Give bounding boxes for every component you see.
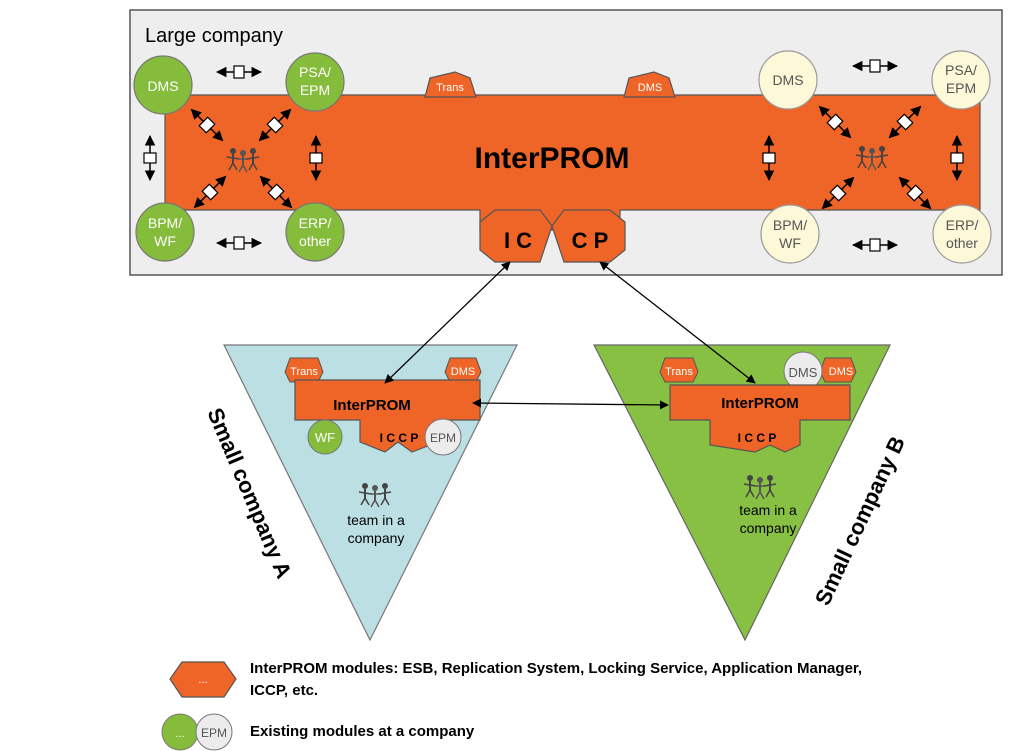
company-b-hub [669, 384, 851, 453]
trans-module-label: Trans [436, 82, 464, 94]
legend-existing-symbol-label-2: EPM [201, 726, 227, 740]
right-dms-node [758, 50, 818, 110]
right-bpm-label-1: BPM/ [773, 217, 807, 233]
left-bpm-label-1: BPM/ [148, 215, 182, 231]
arrow-large-to-b [599, 261, 756, 384]
left-psa-epm-node [285, 52, 345, 112]
arrow-a-to-b [472, 398, 669, 410]
company-a-trans-module [284, 357, 324, 383]
small-company-a: Trans DMS InterPROM I C C P WF EPM team … [202, 344, 518, 642]
left-psa-label-1: PSA/ [299, 64, 331, 80]
company-b-dms-label: DMS [829, 366, 853, 378]
company-b-team-label-2: company [740, 520, 797, 536]
left-erp-label-2: other [299, 233, 331, 249]
legend-module-text-1: InterPROM modules: ESB, Replication Syst… [250, 660, 862, 677]
right-bpm-label-2: WF [779, 235, 801, 251]
left-erp-label-1: ERP/ [299, 215, 332, 231]
right-psa-label-2: EPM [946, 80, 976, 96]
ic-module [479, 209, 553, 263]
legend-existing-symbol-label: ... [175, 728, 184, 740]
company-a-wf-label: WF [315, 430, 335, 445]
legend-module-symbol-label: ... [198, 674, 207, 686]
company-a-team-label-1: team in a [347, 512, 405, 528]
small-company-b: Trans DMS DMS InterPROM I C C P team in … [593, 344, 910, 642]
legend-module-symbol [169, 661, 237, 698]
company-a-epm-node [424, 418, 462, 456]
right-psa-label-1: PSA/ [945, 62, 977, 78]
company-a-wf-node [307, 419, 343, 455]
company-b-iccp-label: I C C P [738, 431, 777, 445]
legend-existing-text: Existing modules at a company [250, 723, 475, 740]
dms-module-label: DMS [638, 82, 662, 94]
right-erp-label-2: other [946, 235, 978, 251]
company-b-hub-label: InterPROM [721, 395, 799, 412]
company-a-trans-label: Trans [290, 366, 318, 378]
large-company-title: Large company [145, 25, 283, 47]
trans-module-top [424, 71, 477, 98]
right-dms-label: DMS [772, 72, 803, 88]
company-a-dms-label: DMS [451, 366, 475, 378]
company-a-epm-label: EPM [430, 431, 456, 445]
left-bpm-label-2: WF [154, 233, 176, 249]
cp-label: C P [572, 228, 609, 253]
company-b-dms-node-label: DMS [789, 365, 818, 380]
company-b-trans-label: Trans [665, 366, 693, 378]
arrow-large-to-a [384, 261, 511, 384]
legend-existing-grey-symbol [195, 713, 233, 751]
hub-title: InterPROM [474, 142, 629, 175]
left-psa-label-2: EPM [300, 82, 330, 98]
large-company-panel: Large company Trans DMS I C C P InterPRO… [129, 9, 1003, 276]
cp-module [551, 209, 626, 263]
legend-module-text-2: ICCP, etc. [250, 682, 318, 699]
company-a-team-label-2: company [348, 530, 405, 546]
ic-label: I C [504, 228, 532, 253]
left-dms-node [133, 55, 193, 115]
dms-module-top [623, 71, 676, 98]
right-bpm-wf-node [760, 204, 820, 264]
company-b-team-label-1: team in a [739, 502, 797, 518]
right-erp-node [932, 204, 992, 264]
left-bpm-wf-node [135, 202, 195, 262]
company-a-iccp-label: I C C P [380, 431, 419, 445]
left-erp-node [285, 202, 345, 262]
company-a-hub-label: InterPROM [333, 397, 411, 414]
company-b-dms-module [819, 357, 857, 383]
right-psa-epm-node [931, 50, 991, 110]
legend: ... InterPROM modules: ESB, Replication … [161, 660, 862, 751]
right-erp-label-1: ERP/ [946, 217, 979, 233]
left-dms-label: DMS [147, 78, 178, 94]
